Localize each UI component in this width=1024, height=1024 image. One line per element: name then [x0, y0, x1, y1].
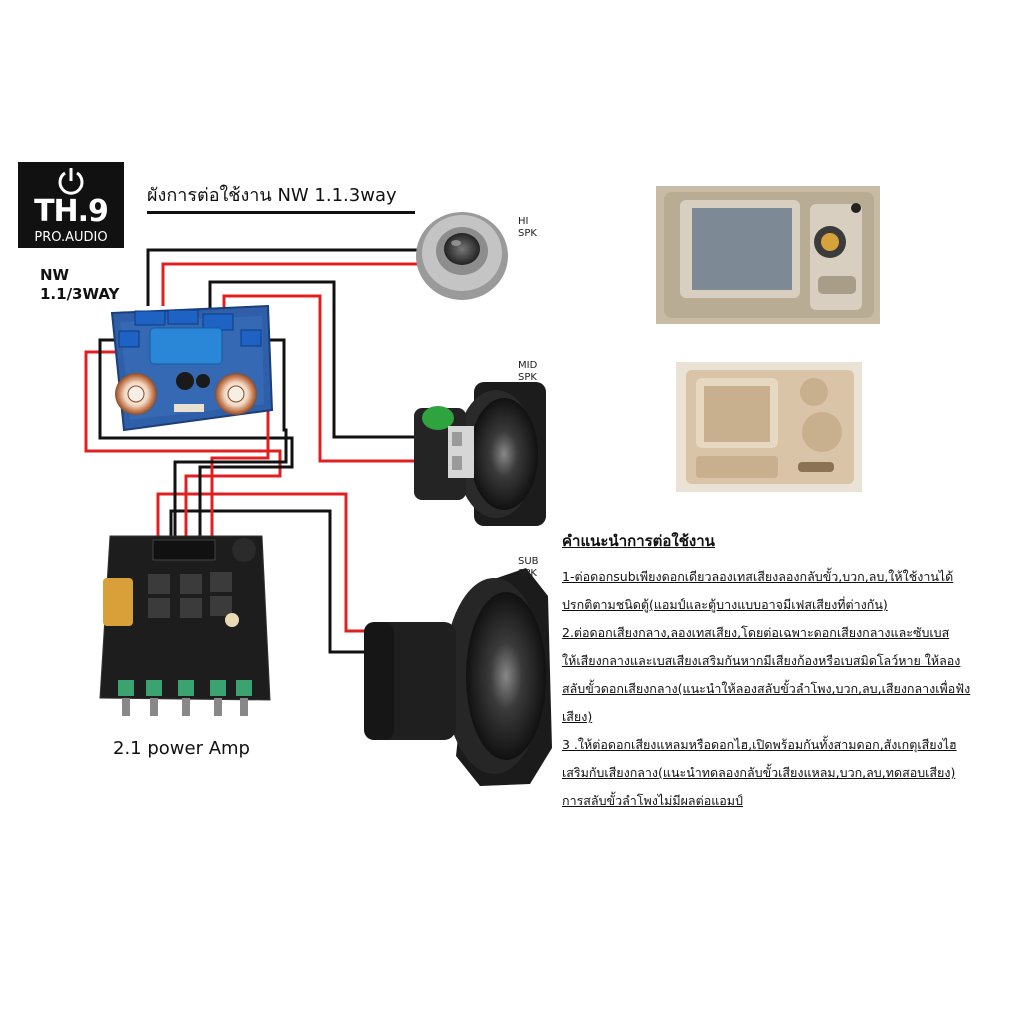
instruction-line: สลับขั้วดอกเสียงกลาง(แนะนำให้ลองสลับขั้ว… [562, 681, 971, 696]
wires-hi [146, 248, 418, 306]
page-title: ผังการต่อใช้งาน NW 1.1.3way [147, 185, 397, 206]
wires-sub [156, 492, 398, 654]
instructions-title: คำแนะนำการต่อใช้งาน [562, 532, 715, 550]
instruction-line: 3 .ให้ต่อดอกเสียงแหลมหรือดอกไฮ,เปิดพร้อม… [562, 737, 957, 752]
hi-speaker-label-line2: SPK [518, 228, 537, 239]
crossover-board [110, 304, 274, 432]
enclosure-wood-photo [676, 362, 862, 492]
sub-woofer-speaker [364, 568, 552, 786]
instruction-line: เสริมกับเสียงกลาง(แนะนำทดลองกลับขั้วเสีย… [562, 765, 956, 780]
mid-speaker-label-line2: SPK [518, 372, 537, 383]
enclosure-front-photo [656, 186, 880, 324]
hi-speaker-label-line1: HI [518, 216, 529, 227]
mid-speaker-label-line1: MID [518, 360, 538, 371]
hi-speaker-label: HI SPK [518, 216, 537, 240]
logo-main-text: TH.9 [34, 194, 109, 229]
mid-speaker-label: MID SPK [518, 360, 537, 384]
crossover-label-line2: 1.1/3WAY [40, 285, 120, 303]
crossover-label-line1: NW [40, 266, 70, 284]
tweeter-hi-speaker [416, 212, 508, 300]
amplifier-label: 2.1 power Amp [113, 738, 250, 759]
instruction-line: ปรกติตามชนิดตู้(แอมป์และตู้บางแบบอาจมีเฟ… [562, 597, 888, 612]
logo-sub-text: PRO.AUDIO [34, 230, 108, 245]
instruction-line: เสียง) [562, 709, 593, 724]
instruction-line: ให้เสียงกลางและเบสเสียงเสริมกันหากมีเสีย… [562, 653, 961, 668]
wires-mid [208, 280, 432, 463]
instruction-line: 2.ต่อดอกเสียงกลาง,ลองเทสเสียง,โดยต่อเฉพา… [562, 625, 950, 640]
crossover-label: NW 1.1/3WAY [40, 266, 119, 304]
sub-speaker-label-line1: SUB [518, 556, 539, 567]
instruction-line: การสลับขั้วลำโพงไม่มีผลต่อแอมป์ [562, 793, 743, 808]
power-icon [58, 168, 84, 195]
mid-speaker [414, 382, 546, 526]
brand-logo: TH.9 PRO.AUDIO [18, 162, 124, 248]
title-underline [147, 211, 415, 214]
instruction-line: 1-ต่อดอกsubเพียงดอกเดียวลองเทสเสียงลองกล… [562, 569, 954, 584]
sub-speaker-label: SUB SPK [518, 556, 539, 580]
amplifier-board [99, 535, 271, 716]
sub-speaker-label-line2: SPK [518, 568, 537, 579]
